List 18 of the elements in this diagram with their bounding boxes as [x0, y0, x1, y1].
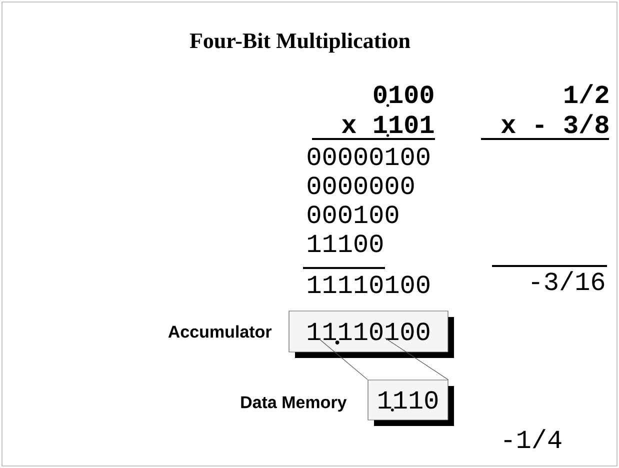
connector-line [318, 338, 368, 380]
binary-number: 0100 [374, 86, 434, 104]
binary-number: 00000100 [308, 148, 430, 166]
binary-number: 1/2 [564, 84, 608, 104]
binary-number: 0000000 [308, 176, 414, 194]
title: Four-Bit Multiplication [190, 32, 410, 53]
binary-number: x 1101 [342, 116, 434, 134]
register-box: 11110100 [288, 310, 454, 358]
binary-number: 11110100 [308, 276, 430, 294]
binary-number: -1/4 [504, 429, 562, 448]
connector-line [384, 338, 449, 380]
register-label: Accumulator [168, 325, 272, 338]
binary-number: -3/16 [532, 271, 604, 290]
register-label: Data Memory [241, 396, 347, 412]
binary-number: x - 3/8 [501, 114, 608, 134]
binary-number: 11100 [308, 234, 383, 252]
register-box: 1110 [368, 380, 454, 426]
binary-number: 000100 [308, 206, 398, 224]
